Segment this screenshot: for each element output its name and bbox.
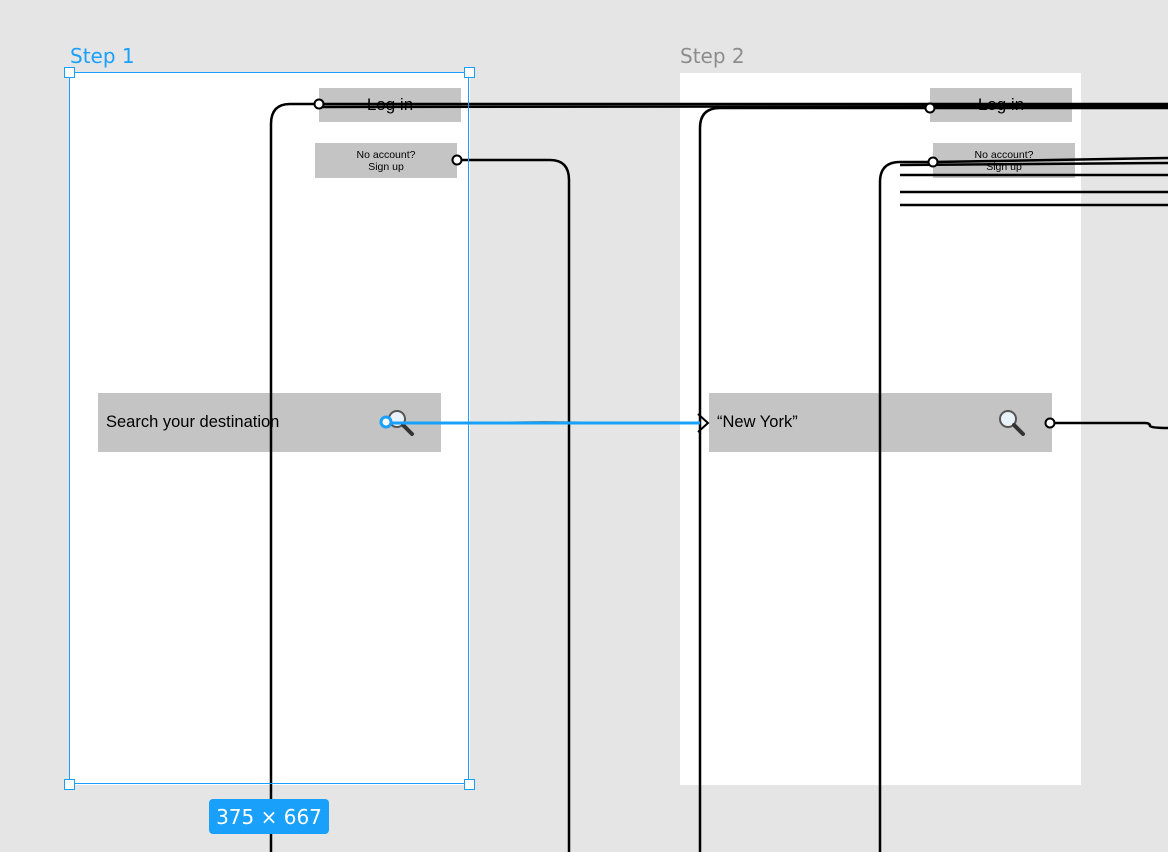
- connector-arrowhead: [697, 413, 710, 433]
- connector-dot: [451, 154, 463, 166]
- connector-dot-selected: [379, 415, 393, 429]
- connector-dot: [927, 156, 939, 168]
- connector-dot: [313, 98, 325, 110]
- magnifier-icon[interactable]: [997, 408, 1027, 438]
- connector-login: [269, 102, 319, 852]
- connector-signup: [899, 161, 1168, 167]
- dimension-badge: 375 × 667: [209, 799, 329, 834]
- search-bar[interactable]: Search your destination: [98, 393, 441, 452]
- connector-dot: [1044, 417, 1056, 429]
- signup-line-1: No account?: [974, 148, 1034, 161]
- resize-handle-bottom-left[interactable]: [64, 779, 75, 790]
- search-bar-text: Search your destination: [106, 413, 280, 431]
- signup-line-1: No account?: [356, 148, 416, 161]
- signup-button[interactable]: No account? Sign up: [315, 143, 457, 178]
- search-bar-text: “New York”: [717, 413, 798, 431]
- connector-dot: [924, 102, 936, 114]
- resize-handle-top-left[interactable]: [64, 67, 75, 78]
- resize-handle-bottom-right[interactable]: [464, 779, 475, 790]
- resize-handle-top-right[interactable]: [464, 67, 475, 78]
- signup-line-2: Sign up: [368, 160, 404, 173]
- connector-search: [1050, 421, 1168, 430]
- connector-login: [698, 106, 930, 852]
- frame-label-step-1[interactable]: Step 1: [70, 44, 135, 68]
- connector-login: [318, 104, 1168, 109]
- connector-signup: [457, 158, 571, 852]
- connector-signup: [878, 160, 933, 852]
- connector-signup: [932, 156, 1168, 164]
- frame-label-step-2[interactable]: Step 2: [680, 44, 745, 68]
